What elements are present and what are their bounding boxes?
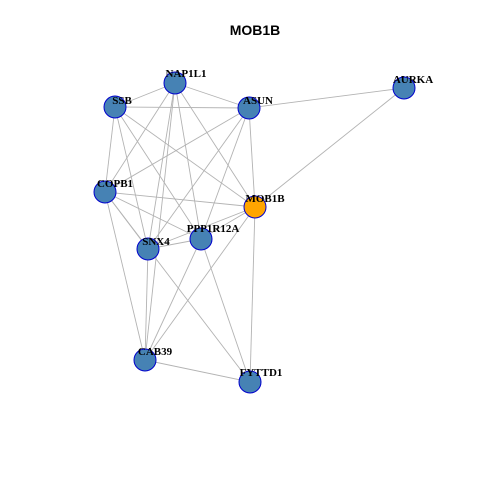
edge-ssb-copb1 [104,106,116,193]
edge-mob1b-cab39 [144,206,256,361]
node-ssb [103,95,127,119]
edge-asun-mob1b [248,107,256,208]
edge-copb1-ppp1r12a [104,191,202,240]
edge-mob1b-fyttd1 [249,206,256,383]
node-nap1l1 [163,71,187,95]
node-ppp1r12a [189,227,213,251]
node-label-snx4: SNX4 [142,236,170,248]
edge-ssb-snx4 [114,106,149,250]
edge-asun-snx4 [147,107,250,250]
edge-asun-aurka [248,87,405,109]
edges-layer [104,82,405,383]
node-cab39 [133,348,157,372]
node-aurka [392,76,416,100]
edge-nap1l1-snx4 [147,82,176,250]
node-label-cab39: CAB39 [138,346,173,358]
node-mob1b [243,195,267,219]
edge-ppp1r12a-cab39 [144,238,202,361]
edge-nap1l1-mob1b [174,82,256,208]
edge-nap1l1-asun [174,82,250,109]
edge-ppp1r12a-fyttd1 [200,238,251,383]
node-label-asun: ASUN [243,95,273,107]
edge-snx4-cab39 [144,248,149,361]
edge-ssb-ppp1r12a [114,106,202,240]
edge-asun-copb1 [104,107,250,193]
edge-asun-ppp1r12a [200,107,250,240]
edge-cab39-fyttd1 [144,359,251,383]
edge-nap1l1-ppp1r12a [174,82,202,240]
edge-copb1-mob1b [104,191,256,208]
edge-aurka-mob1b [254,87,405,208]
edge-nap1l1-copb1 [104,82,176,193]
node-label-mob1b: MOB1B [245,193,285,205]
edge-ssb-mob1b [114,106,256,208]
node-label-ppp1r12a: PPP1R12A [187,223,240,235]
diagram-title: MOB1B [230,22,281,38]
node-label-ssb: SSB [112,95,132,107]
edge-copb1-snx4 [104,191,149,250]
node-label-aurka: AURKA [393,74,433,86]
nodes-layer [93,71,416,394]
node-copb1 [93,180,117,204]
node-asun [237,96,261,120]
edge-nap1l1-cab39 [144,82,176,361]
node-label-fyttd1: FYTTD1 [240,367,283,379]
node-label-nap1l1: NAP1L1 [166,68,207,80]
node-snx4 [136,237,160,261]
edge-ssb-asun [114,106,250,109]
node-label-copb1: COPB1 [97,178,133,190]
edge-copb1-cab39 [104,191,146,361]
node-fyttd1 [238,370,262,394]
